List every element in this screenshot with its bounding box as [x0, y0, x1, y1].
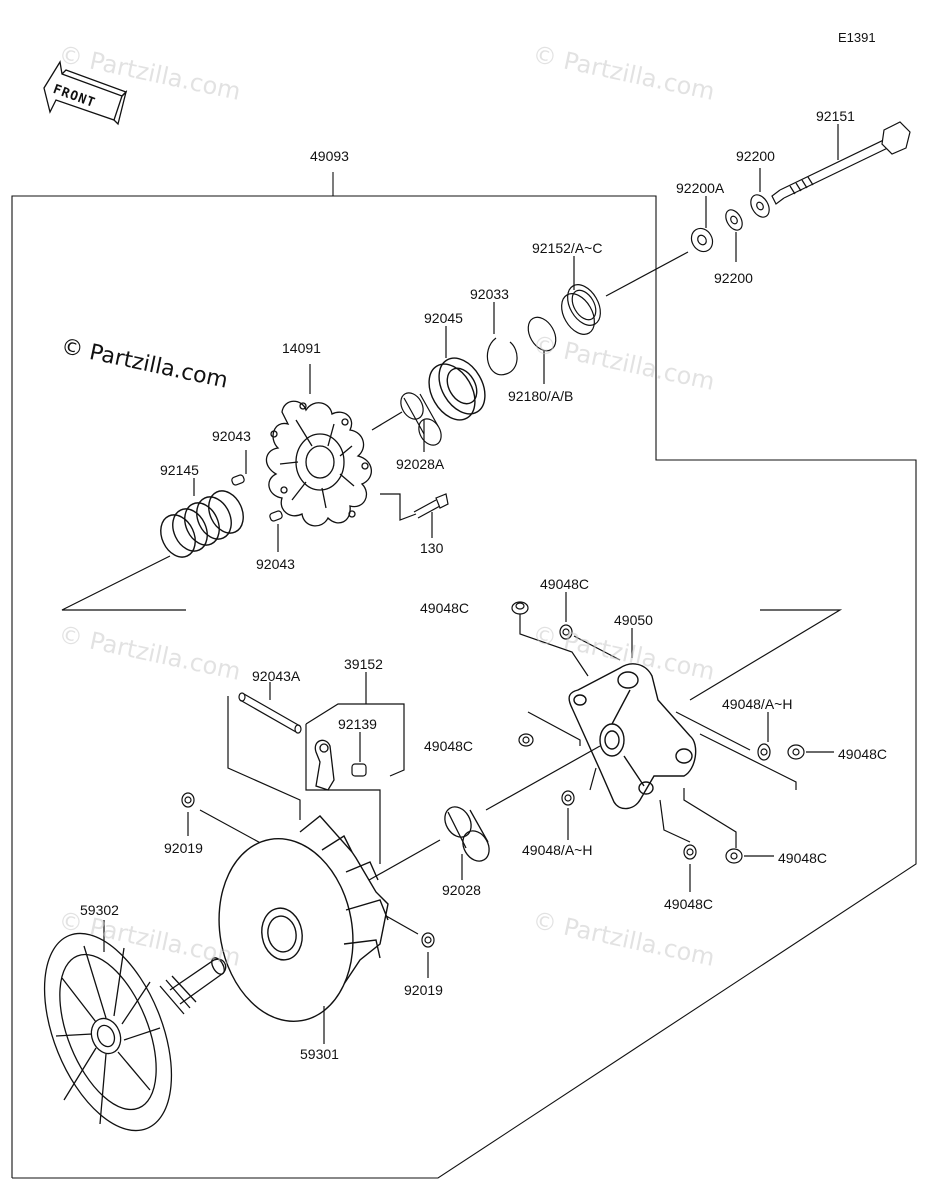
pin-92043-top [231, 474, 245, 486]
part-label-59301[interactable]: 59301 [300, 1046, 339, 1062]
part-label-59302[interactable]: 59302 [80, 902, 119, 918]
nut-49048C-top-a [511, 601, 529, 615]
axis-line-spider [371, 411, 403, 431]
axis-line-spring [61, 555, 186, 611]
axis-line-arm [485, 745, 601, 811]
part-label-92045[interactable]: 92045 [424, 310, 463, 326]
snapring-92033 [486, 337, 518, 376]
part-label-49048C[interactable]: 49048C [664, 896, 714, 912]
sheave-59301 [218, 815, 389, 1023]
bushing-92028 [444, 806, 490, 862]
leader-49048AH-bottom-link [589, 767, 597, 791]
pin-92043-bottom [269, 510, 283, 522]
nut-49048C-bottom-a [683, 844, 697, 860]
part-label-49050[interactable]: 49050 [614, 612, 653, 628]
assembly-outline [11, 172, 917, 1179]
part-label-14091[interactable]: 14091 [282, 340, 321, 356]
washer-92200-bottom [725, 209, 743, 231]
part-label-92200[interactable]: 92200 [736, 148, 775, 164]
leader-49048AH-right-link [675, 711, 751, 751]
weight-39152 [314, 739, 335, 791]
part-label-92043[interactable]: 92043 [212, 428, 251, 444]
part-label-49048-AH[interactable]: 49048/A~H [522, 842, 593, 858]
leader-49048C-b-link [573, 635, 621, 661]
nut-49048C-bottom-b [725, 848, 743, 864]
part-label-49048C[interactable]: 49048C [778, 850, 828, 866]
nut-92019-left [181, 792, 195, 808]
part-label-92180[interactable]: 92180/A/B [508, 388, 574, 404]
bolt-130 [413, 493, 449, 519]
spring-92145 [160, 490, 244, 558]
part-label-92200[interactable]: 92200 [714, 270, 753, 286]
spider-14091 [265, 400, 372, 527]
bolt-92151 [771, 121, 911, 205]
sheave-59302 [43, 932, 227, 1132]
washer-92200A [690, 227, 714, 253]
part-label-92033[interactable]: 92033 [470, 286, 509, 302]
bushing-92028A [400, 392, 442, 446]
leader-49048C-left-link [527, 711, 581, 746]
bearing-92045 [428, 357, 486, 421]
ring-92180 [527, 316, 557, 352]
axis-line-top [605, 251, 689, 297]
leader-49048C-a-link [519, 614, 589, 677]
part-label-92139[interactable]: 92139 [338, 716, 377, 732]
part-label-49048C[interactable]: 49048C [540, 576, 590, 592]
group-39152-box-right [305, 703, 405, 777]
part-label-92043[interactable]: 92043 [256, 556, 295, 572]
nut-49048AH-bottom [561, 790, 575, 806]
nut-49048C-left [518, 733, 534, 747]
group-39152-box [305, 724, 381, 864]
leader-49048C-bottom-b-link [683, 788, 737, 848]
part-label-92028[interactable]: 92028 [442, 882, 481, 898]
diagram-id: E1391 [838, 30, 876, 45]
pin-92139 [351, 763, 367, 777]
front-arrow [43, 60, 128, 126]
part-label-49048-AH[interactable]: 49048/A~H [722, 696, 793, 712]
leader-49048C-bottom-a-link [659, 799, 691, 843]
part-label-49048C[interactable]: 49048C [838, 746, 888, 762]
part-label-92151[interactable]: 92151 [816, 108, 855, 124]
part-label-92028A[interactable]: 92028A [396, 456, 445, 472]
leader-130-link [380, 493, 417, 521]
part-label-92043A[interactable]: 92043A [252, 668, 301, 684]
leader-49048C-right-link [699, 733, 797, 790]
nut-49048AH-right [757, 743, 771, 761]
axis-line-sheave [361, 839, 441, 885]
part-label-92152[interactable]: 92152/A~C [532, 240, 603, 256]
part-label-49093[interactable]: 49093 [310, 148, 349, 164]
part-label-92019[interactable]: 92019 [404, 982, 443, 998]
part-label-92145[interactable]: 92145 [160, 462, 199, 478]
pin-92043A [238, 692, 302, 734]
bushing-92152 [561, 284, 601, 335]
nut-49048C-top-b [559, 624, 573, 640]
nut-92019-right [421, 932, 435, 948]
part-label-92019[interactable]: 92019 [164, 840, 203, 856]
nut-49048C-right [787, 744, 805, 760]
leader-92043A-link [227, 696, 301, 820]
part-label-49048C[interactable]: 49048C [420, 600, 470, 616]
part-label-130[interactable]: 130 [420, 540, 444, 556]
axis-line-right [689, 609, 843, 701]
washer-92200-top [750, 194, 770, 218]
part-label-92200A[interactable]: 92200A [676, 180, 725, 196]
part-label-39152[interactable]: 39152 [344, 656, 383, 672]
leader-92019-left-link [199, 809, 267, 847]
arm-49050 [568, 663, 697, 810]
part-label-49048C[interactable]: 49048C [424, 738, 474, 754]
